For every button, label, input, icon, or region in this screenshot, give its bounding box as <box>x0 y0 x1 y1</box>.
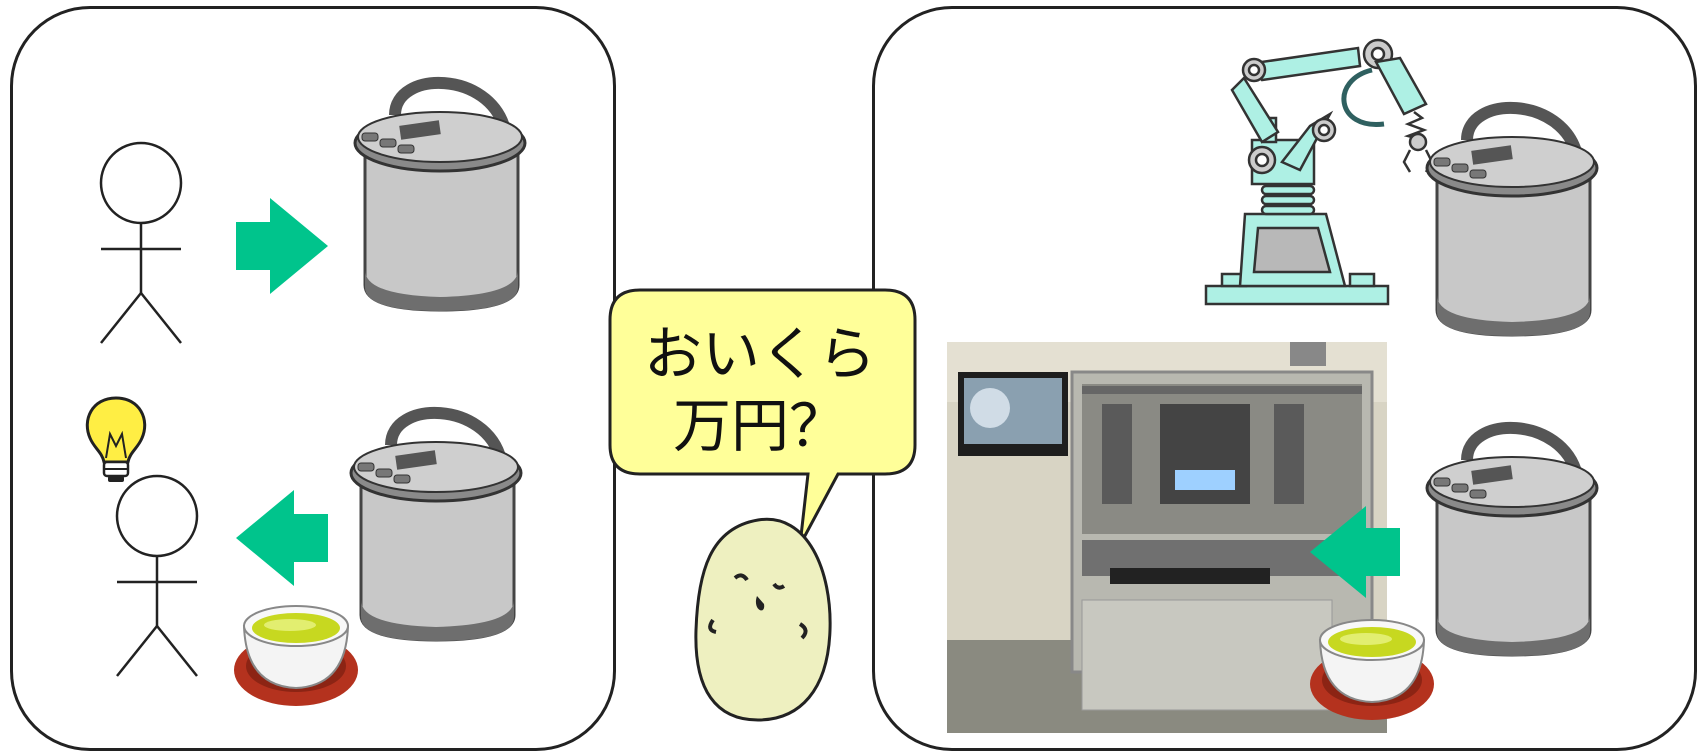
diagram-stage: おいくら 万円？ <box>10 6 1707 751</box>
arrow-right-icon <box>236 198 328 294</box>
thermos-pot-icon <box>1427 108 1597 336</box>
tea-cup-icon <box>1309 619 1435 721</box>
machine-photo <box>947 342 1387 733</box>
speech-bubble <box>608 288 917 546</box>
tea-cup-icon <box>233 605 359 707</box>
speech-bubble-line2: 万円？ <box>672 392 847 460</box>
arrow-left-icon <box>1310 506 1400 598</box>
arrow-left-icon <box>236 490 328 586</box>
thermos-pot-icon <box>355 83 525 311</box>
stick-figure-icon <box>115 474 199 678</box>
speech-bubble-line1: おいくら <box>643 320 876 388</box>
lightbulb-icon <box>85 396 147 482</box>
thermos-pot-icon <box>351 413 521 641</box>
speech-bubble-text: おいくら 万円？ <box>600 318 920 462</box>
character-icon <box>694 517 832 722</box>
robot-arm-icon <box>1204 38 1434 306</box>
stick-figure-icon <box>99 141 183 345</box>
thermos-pot-icon <box>1427 428 1597 656</box>
diagram-graphics <box>85 38 1707 733</box>
